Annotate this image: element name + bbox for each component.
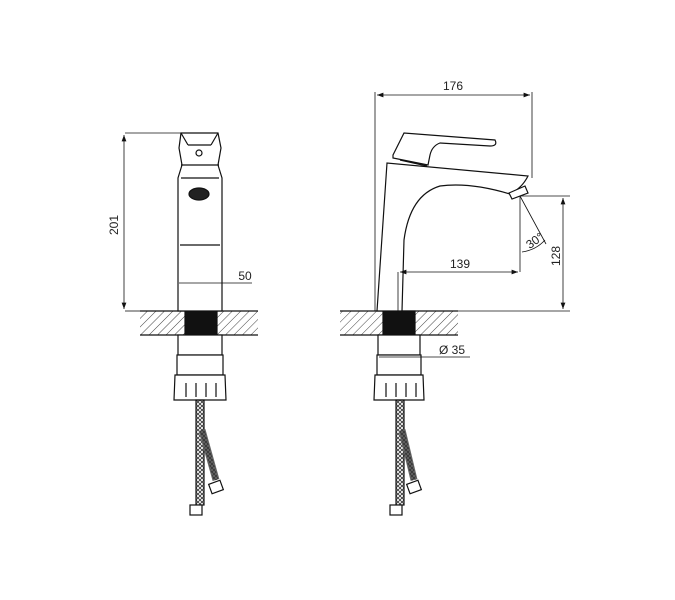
width-50-label: 50 — [238, 269, 252, 283]
angle-30-label: 30° — [523, 230, 546, 252]
height-201-label: 201 — [107, 215, 121, 235]
length-176-label: 176 — [443, 79, 463, 93]
reach-139-label: 139 — [450, 257, 470, 271]
side-view — [340, 92, 570, 516]
diameter-35-label: Ø 35 — [439, 343, 465, 357]
front-view — [121, 132, 258, 516]
height-128-label: 128 — [549, 246, 563, 266]
